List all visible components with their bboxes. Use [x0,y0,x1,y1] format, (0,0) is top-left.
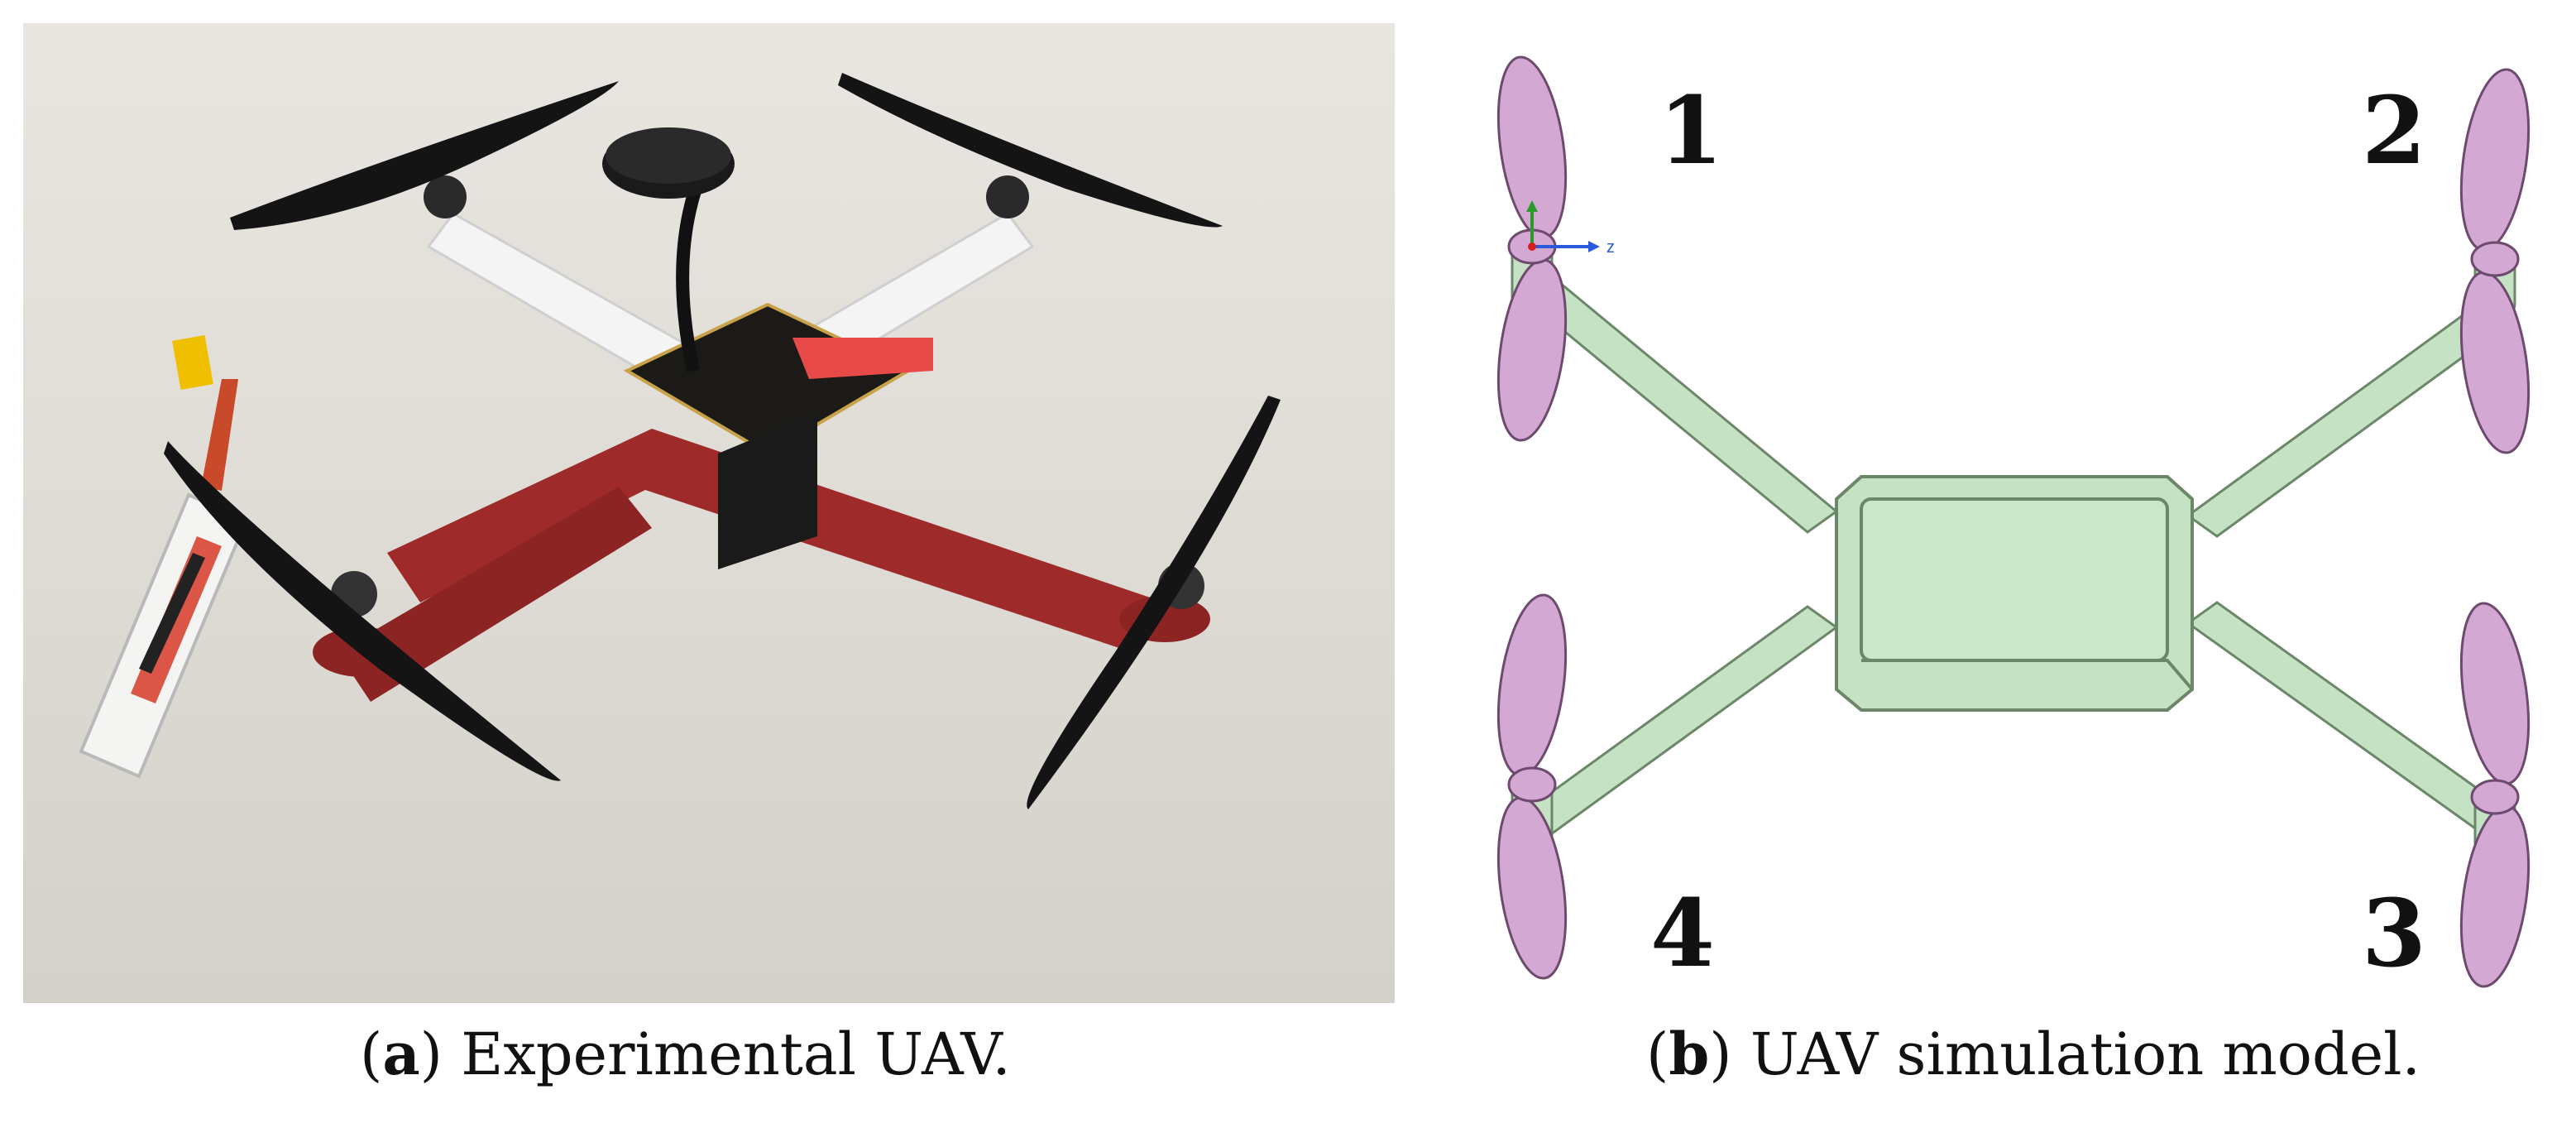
caption-b-text: UAV simulation model. [1750,1020,2420,1088]
coordinate-axes-icon: z [1526,200,1615,257]
rotor-label-4: 4 [1650,880,1715,988]
uav-photo-illustration [79,73,1281,809]
simulation-model-illustration: z [1496,55,2531,988]
caption-a-label: a [382,1020,420,1088]
gps-mast [602,127,735,372]
uav-simulation-model: z 1 2 3 4 [1472,23,2553,1003]
rotor-label-2: 2 [2362,77,2426,185]
caption-a-text: Experimental UAV. [461,1020,1011,1088]
propellers [164,73,1281,809]
battery-pack [79,334,249,779]
center-plate [623,302,933,569]
caption-a: (a) Experimental UAV. [360,1020,1011,1088]
experimental-uav-photo [23,23,1395,1003]
caption-b-label: b [1669,1020,1710,1088]
model-propellers [1496,55,2531,988]
rotor-label-3: 3 [2362,880,2426,988]
axis-label-z: z [1606,238,1615,257]
model-center-body [1835,475,2194,712]
rotor-label-1: 1 [1659,77,1723,185]
caption-b: (b) UAV simulation model. [1646,1020,2420,1088]
